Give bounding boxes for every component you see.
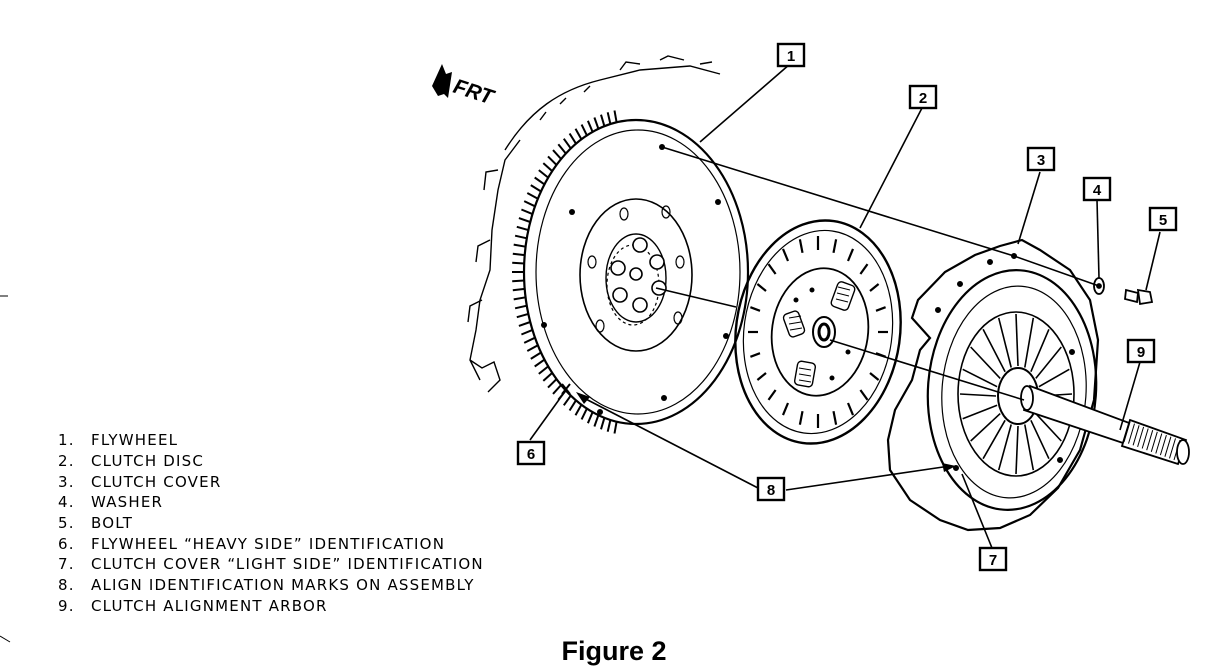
legend-text: FLYWHEEL “HEAVY SIDE” IDENTIFICATION — [91, 534, 446, 553]
engine-block-outline — [467, 55, 721, 393]
callout-2: 2 — [908, 84, 938, 110]
callout-1-number: 1 — [787, 48, 795, 65]
legend-item: 2. CLUTCH DISC — [58, 451, 484, 472]
figure-caption: Figure 2 — [561, 636, 667, 666]
callout-9-number: 9 — [1137, 344, 1145, 361]
legend-item: 1. FLYWHEEL — [58, 430, 484, 451]
callout-5-number: 5 — [1159, 212, 1167, 229]
legend-item: 7. CLUTCH COVER “LIGHT SIDE” IDENTIFICATI… — [58, 554, 484, 575]
legend-text: FLYWHEEL — [91, 431, 179, 450]
callout-7: 7 — [978, 546, 1008, 572]
front-arrow-icon — [432, 64, 452, 98]
legend-number: 3. — [58, 472, 75, 491]
legend-number: 7. — [58, 555, 75, 574]
front-direction-label: FRT — [450, 75, 498, 110]
callout-9: 9 — [1126, 338, 1156, 364]
legend-item: 5. BOLT — [58, 513, 484, 534]
legend-text: WASHER — [91, 493, 164, 512]
legend-number: 5. — [58, 514, 75, 533]
callout-2-number: 2 — [919, 90, 927, 107]
legend-text: BOLT — [91, 514, 134, 533]
clutch-alignment-arbor — [1020, 384, 1190, 466]
legend-number: 9. — [58, 596, 75, 615]
bolt — [1124, 288, 1154, 306]
callout-1: 1 — [776, 42, 806, 68]
legend-item: 9. CLUTCH ALIGNMENT ARBOR — [58, 596, 484, 617]
callout-5: 5 — [1148, 206, 1178, 232]
legend-text: CLUTCH DISC — [91, 452, 205, 471]
clutch-cover — [886, 238, 1100, 532]
flywheel-ring-gear — [512, 110, 618, 434]
legend-text: ALIGN IDENTIFICATION MARKS ON ASSEMBLY — [91, 576, 475, 595]
callout-4: 4 — [1082, 176, 1112, 202]
flywheel — [522, 118, 750, 426]
legend-text: CLUTCH COVER — [91, 472, 222, 491]
legend-number: 2. — [58, 452, 75, 471]
callout-4-number: 4 — [1093, 182, 1102, 199]
legend-number: 1. — [58, 431, 75, 450]
legend-number: 6. — [58, 534, 75, 553]
callout-3-number: 3 — [1037, 152, 1045, 169]
leader-lines — [529, 63, 1161, 549]
legend-text: CLUTCH COVER “LIGHT SIDE” IDENTIFICATION — [91, 555, 484, 574]
front-direction-indicator: FRT — [432, 64, 498, 110]
callout-8-number: 8 — [767, 482, 775, 499]
legend-number: 8. — [58, 576, 75, 595]
callout-6-number: 6 — [527, 446, 535, 463]
legend-item: 3. CLUTCH COVER — [58, 471, 484, 492]
scan-edge-marks — [0, 295, 11, 643]
legend-item: 8. ALIGN IDENTIFICATION MARKS ON ASSEMBLY — [58, 575, 484, 596]
callout-6: 6 — [516, 440, 546, 466]
callout-3: 3 — [1026, 146, 1056, 172]
parts-legend: 1. FLYWHEEL 2. CLUTCH DISC 3. CLUTCH COVER … — [58, 430, 484, 616]
leader-arrowheads — [576, 392, 956, 472]
callout-8: 8 — [756, 476, 786, 502]
legend-item: 4. WASHER — [58, 492, 484, 513]
legend-text: CLUTCH ALIGNMENT ARBOR — [91, 596, 328, 615]
legend-item: 6. FLYWHEEL “HEAVY SIDE” IDENTIFICATION — [58, 533, 484, 554]
clutch-disc — [734, 219, 902, 445]
legend-number: 4. — [58, 493, 75, 512]
callout-7-number: 7 — [989, 552, 997, 569]
